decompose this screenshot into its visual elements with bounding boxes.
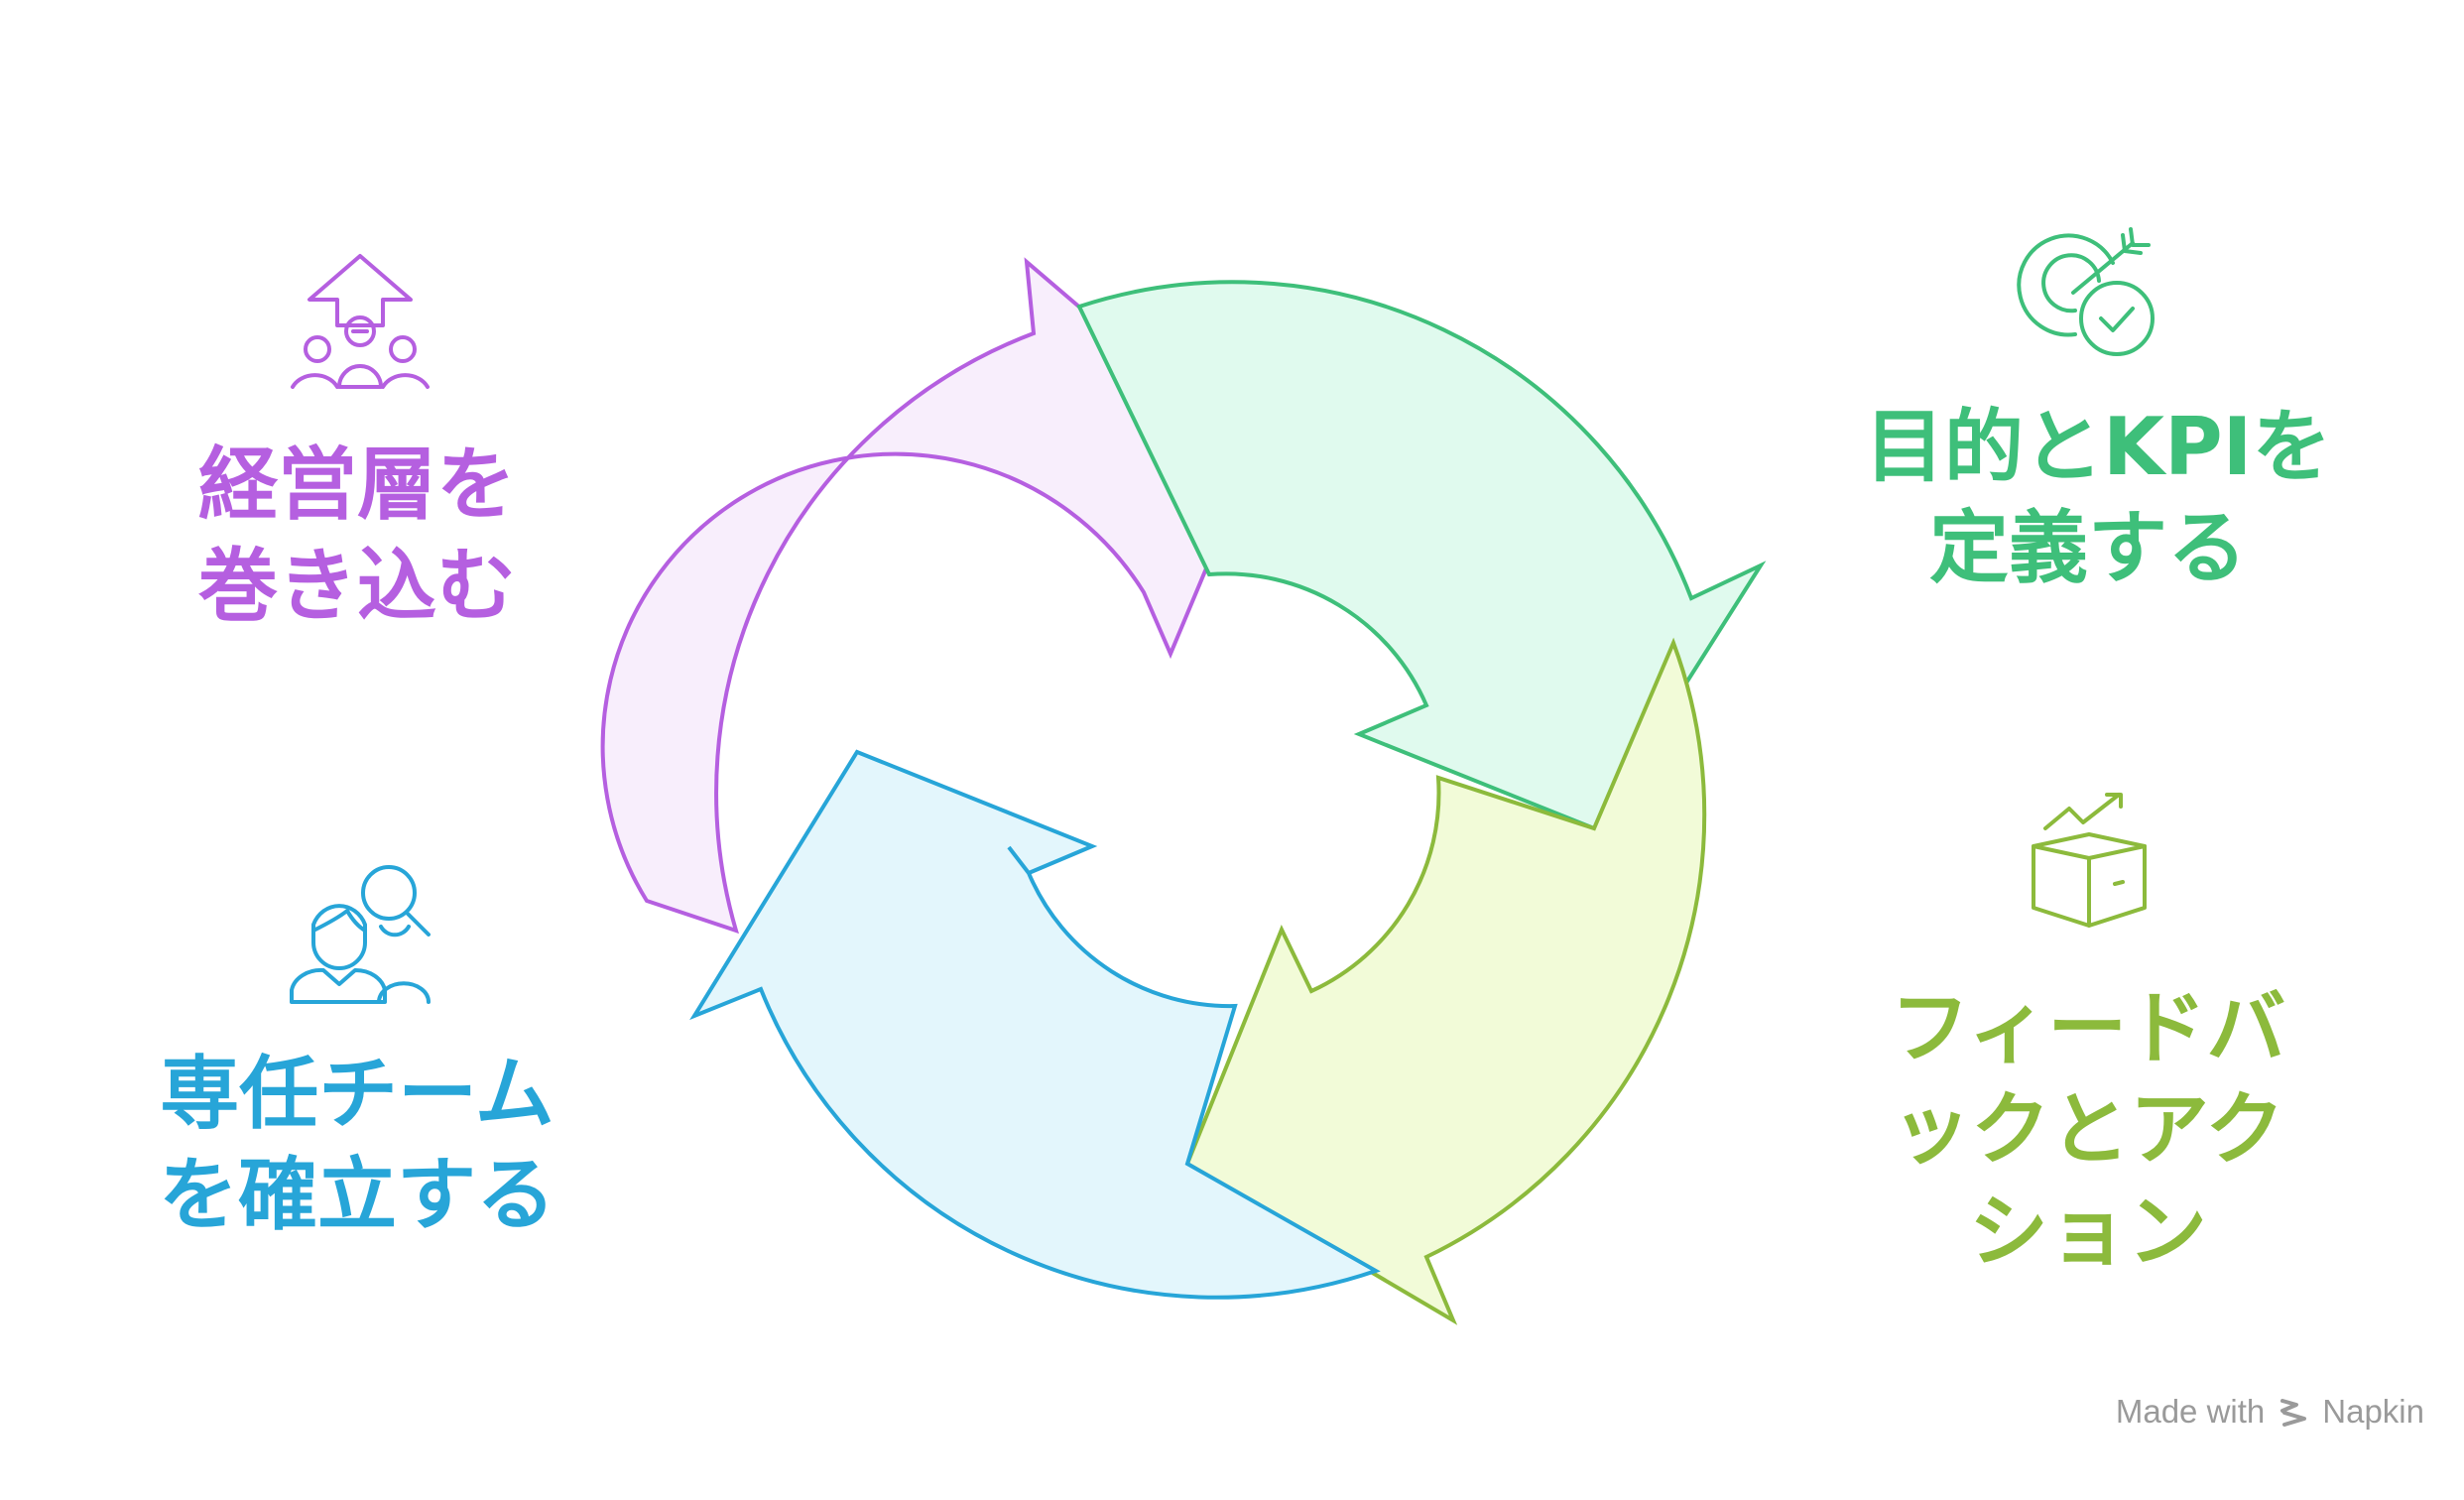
step-label-line: 専任チーム	[160, 1048, 554, 1140]
made-with-napkin: Made with Napkin	[2116, 1393, 2424, 1431]
step-label-line: ックとアク	[1892, 1083, 2284, 1177]
step-label-kpi: 目的とKPIを 定義する	[1865, 397, 2332, 600]
step-label-line: 定義する	[1929, 502, 2247, 595]
step-label-executive: 経営層を 巻き込む	[139, 435, 575, 638]
napkin-logo-icon	[2280, 1399, 2307, 1427]
cycle-arrow-executive	[600, 257, 1271, 935]
step-label-line: ション	[1969, 1185, 2207, 1278]
step-label-line: フィードバ	[1890, 982, 2286, 1074]
cycle-arrow-team	[689, 749, 1381, 1300]
made-with-text: Made with	[2115, 1393, 2266, 1430]
step-label-line: 経営層を	[198, 438, 516, 531]
step-label-team: 専任チーム を確立する	[139, 1044, 575, 1247]
step-label-feedback: フィードバ ックとアク ション	[1875, 978, 2301, 1283]
cycle-arrow-feedback	[1184, 637, 1707, 1325]
target-check-icon	[2017, 227, 2155, 356]
people-up-arrow-icon	[291, 254, 430, 389]
cycle-arrow-kpi	[1076, 280, 1767, 831]
box-chart-icon	[2032, 793, 2147, 928]
step-label-line: を確立する	[159, 1149, 555, 1242]
team-search-icon	[290, 865, 431, 1004]
step-label-line: 巻き込む	[198, 540, 516, 633]
napkin-brand-text: Napkin	[2322, 1393, 2424, 1430]
step-label-line: 目的とKPIを	[1865, 401, 2332, 493]
